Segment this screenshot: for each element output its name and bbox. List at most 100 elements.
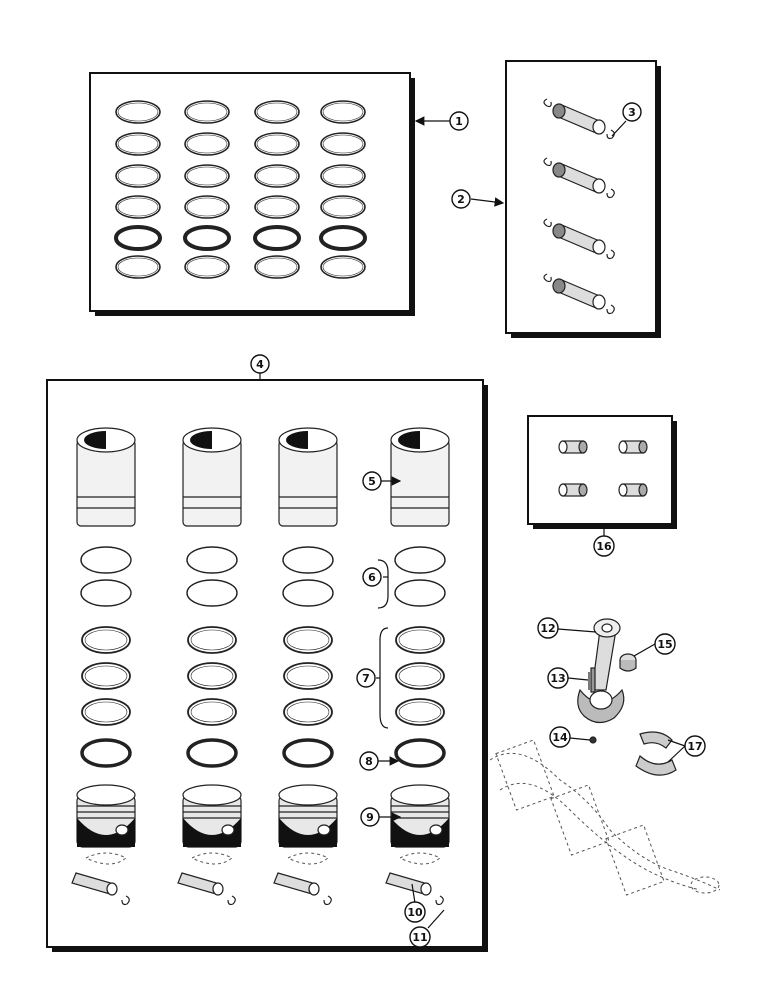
compression-ring	[395, 698, 445, 726]
compression-ring	[395, 662, 445, 690]
compression-ring	[283, 626, 333, 654]
compression-ring	[81, 698, 131, 726]
callout-15: 15	[654, 633, 676, 655]
svg-text:6: 6	[368, 571, 376, 584]
piston-ring	[114, 225, 162, 251]
compression-ring	[283, 662, 333, 690]
piston-ring	[184, 195, 230, 219]
piston-pin	[543, 98, 615, 140]
callout-6: 6	[362, 567, 382, 587]
seal-ring	[80, 546, 132, 574]
piston-pin	[543, 157, 615, 199]
svg-text:3: 3	[628, 106, 636, 119]
connecting-rod	[577, 618, 625, 724]
cylinder-sleeve	[182, 439, 242, 527]
compression-ring	[395, 626, 445, 654]
oil-ring	[186, 738, 238, 768]
callout-3: 3	[622, 102, 642, 122]
svg-text:8: 8	[365, 755, 373, 768]
cylinder-sleeve	[76, 439, 136, 527]
piston-ring	[319, 225, 367, 251]
callout-2: 2	[451, 189, 471, 209]
callout-13: 13	[547, 667, 569, 689]
compression-ring	[81, 662, 131, 690]
bushing-group	[558, 440, 648, 497]
retainer-clip	[543, 218, 552, 228]
oil-ring	[394, 738, 446, 768]
svg-text:9: 9	[366, 811, 374, 824]
svg-text:5: 5	[368, 475, 376, 488]
sleeve-piston-panel	[46, 379, 488, 952]
piston-pin-group	[543, 98, 615, 315]
callout-8: 8	[359, 751, 379, 771]
piston-ring	[184, 255, 230, 279]
compression-ring	[187, 626, 237, 654]
oil-ring	[80, 738, 132, 768]
piston-ring	[115, 100, 161, 124]
retainer-clip	[323, 895, 332, 906]
svg-text:1: 1	[455, 115, 463, 128]
callout-12: 12	[537, 617, 559, 639]
retainer-clip	[227, 895, 236, 906]
svg-text:14: 14	[552, 731, 568, 744]
piston-ring	[183, 225, 231, 251]
piston-ring	[253, 225, 301, 251]
retainer-clip	[121, 895, 130, 906]
oil-ring	[282, 738, 334, 768]
callout-11: 11	[409, 926, 431, 948]
piston-ring	[320, 195, 366, 219]
sleeve-piston-kit	[385, 427, 450, 906]
retainer-clip	[606, 249, 615, 260]
cylinder-sleeve	[390, 439, 450, 527]
ring-set-grid	[114, 100, 367, 279]
piston-ring	[320, 132, 366, 156]
retainer-clip	[606, 188, 615, 199]
retainer-clip	[543, 273, 552, 283]
piston-pin-panel	[505, 60, 661, 338]
callout-5: 5	[362, 471, 382, 491]
callout-9: 9	[360, 807, 380, 827]
piston-ring	[115, 132, 161, 156]
callout-1: 1	[449, 111, 469, 131]
seal-ring	[186, 579, 238, 607]
svg-text:2: 2	[457, 193, 465, 206]
bushing	[558, 483, 588, 497]
piston-ring	[115, 195, 161, 219]
sleeve-piston-kit	[177, 427, 242, 906]
sleeve-piston-kit	[71, 427, 136, 906]
bushing	[618, 483, 648, 497]
sleeve-piston-kit	[273, 427, 338, 906]
svg-text:11: 11	[412, 931, 427, 944]
svg-text:15: 15	[657, 638, 672, 651]
retainer-clip	[606, 129, 615, 140]
piston-ring	[184, 100, 230, 124]
crankshaft	[489, 739, 721, 896]
piston-ring	[115, 164, 161, 188]
piston-ring	[320, 255, 366, 279]
seal-ring	[394, 579, 446, 607]
retainer-clip	[543, 98, 552, 108]
seal-ring	[282, 546, 334, 574]
seal-ring	[394, 546, 446, 574]
callout-4: 4	[250, 354, 270, 374]
svg-text:13: 13	[550, 672, 565, 685]
piston-ring	[184, 132, 230, 156]
compression-ring	[81, 626, 131, 654]
compression-ring	[187, 662, 237, 690]
piston-ring	[320, 100, 366, 124]
piston-ring	[254, 132, 300, 156]
svg-text:17: 17	[687, 740, 702, 753]
piston-ring	[115, 255, 161, 279]
piston-pin	[543, 218, 615, 260]
piston-ring	[184, 164, 230, 188]
ring-set-panel	[89, 72, 415, 316]
callout-10: 10	[404, 901, 426, 923]
callout-7: 7	[356, 668, 376, 688]
bushing	[558, 440, 588, 454]
sleeve-piston-kit-group	[71, 427, 450, 906]
cylinder-sleeve	[278, 439, 338, 527]
svg-text:12: 12	[540, 622, 555, 635]
piston-ring	[254, 195, 300, 219]
bushing	[618, 440, 648, 454]
